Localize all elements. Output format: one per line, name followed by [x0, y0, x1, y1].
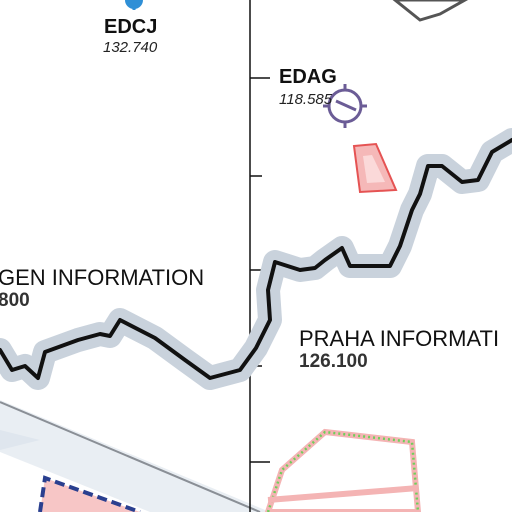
dashed-area-border — [38, 475, 141, 512]
airway-line — [0, 401, 261, 512]
top-area — [392, 0, 469, 22]
fir-border-line — [0, 138, 512, 380]
green-area-band — [267, 485, 419, 503]
restricted-area-inner — [363, 155, 385, 183]
fir-name-right: PRAHA INFORMATI — [299, 326, 499, 351]
fir-frequency-left: 800 — [0, 290, 30, 311]
aerodrome-symbol-icon[interactable] — [323, 84, 367, 128]
airway-band — [0, 400, 270, 512]
airfield-frequency-edcj: 132.740 — [103, 39, 158, 56]
vor-station-icon[interactable] — [125, 0, 143, 10]
airfield-code-edcj: EDCJ — [104, 16, 157, 38]
green-area-border — [266, 430, 420, 512]
fir-name-left: GEN INFORMATION — [0, 265, 204, 290]
fir-frequency-right: 126.100 — [299, 351, 368, 372]
airfield-code-edag: EDAG — [279, 66, 337, 88]
airway-band — [0, 430, 40, 450]
airfield-frequency-edag: 118.585 — [279, 91, 333, 108]
